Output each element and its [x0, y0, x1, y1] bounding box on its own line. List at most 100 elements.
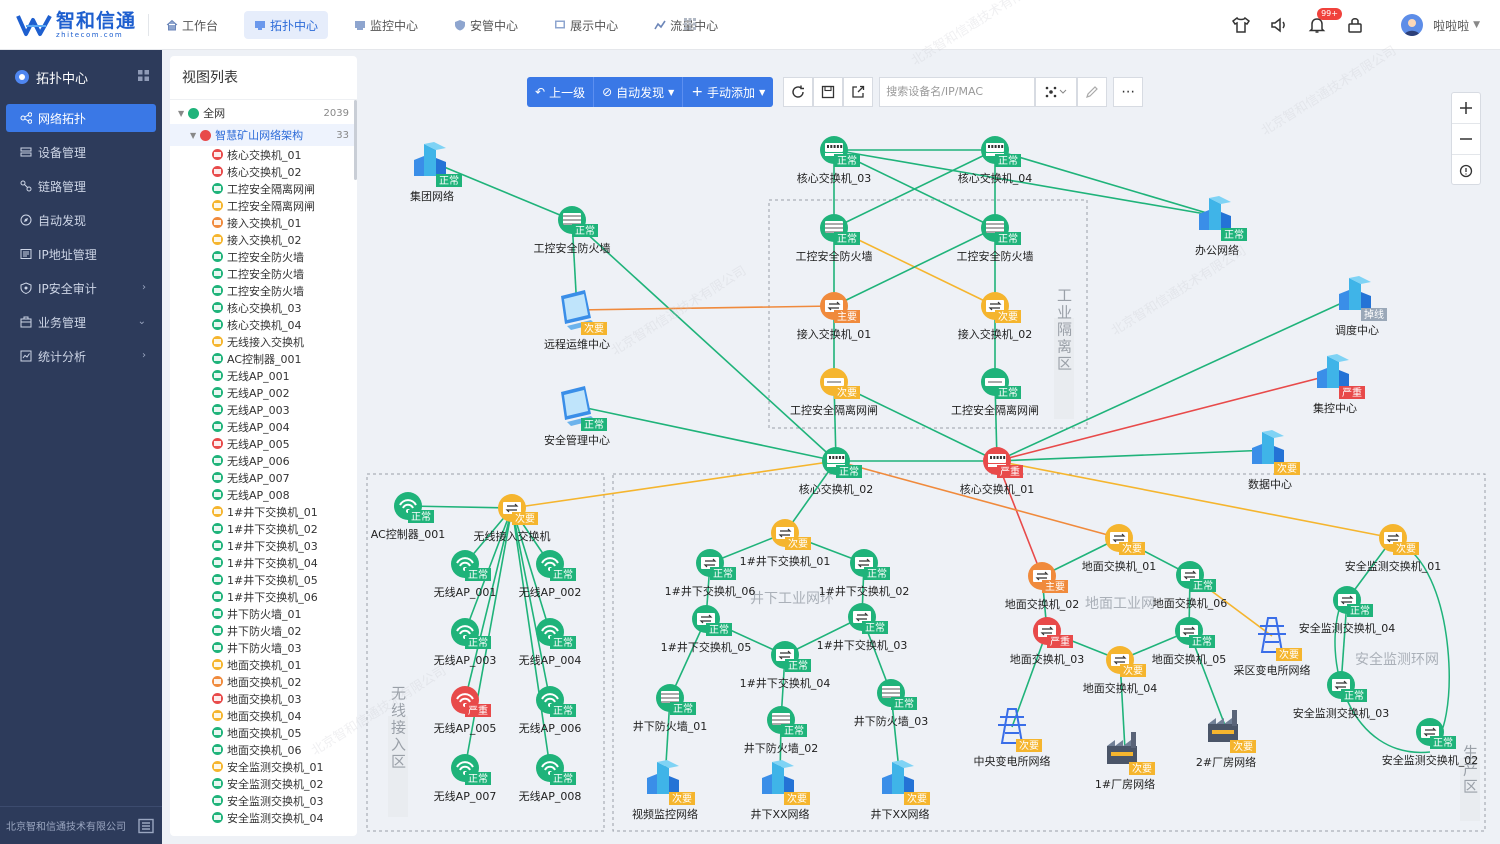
- sidebar-item-ip[interactable]: IP地址管理: [6, 240, 156, 268]
- tree-item[interactable]: 无线AP_001: [170, 367, 357, 384]
- tree-item[interactable]: 无线接入交换机: [170, 333, 357, 350]
- user-caret-icon[interactable]: ▼: [1473, 20, 1480, 30]
- back-button[interactable]: ↶上一级: [527, 77, 595, 107]
- topology-link[interactable]: [669, 618, 707, 699]
- tree-item[interactable]: 地面交换机_04: [170, 707, 357, 724]
- tree-item[interactable]: 无线AP_003: [170, 401, 357, 418]
- tree-item[interactable]: 井下防火墙_01: [170, 605, 357, 622]
- tree-item[interactable]: 无线AP_004: [170, 418, 357, 435]
- zoom-out-button[interactable]: [1452, 124, 1480, 155]
- caret-down-icon[interactable]: ▼: [178, 108, 185, 118]
- tree-item[interactable]: AC控制器_001: [170, 350, 357, 367]
- export-button[interactable]: [843, 77, 874, 107]
- zoom-in-button[interactable]: [1452, 93, 1480, 124]
- topology-link[interactable]: [996, 449, 1271, 462]
- tree-item[interactable]: 地面交换机_03: [170, 690, 357, 707]
- tree-item[interactable]: 工控安全防火墙: [170, 265, 357, 282]
- more-button[interactable]: ⋯: [1113, 77, 1144, 107]
- tree-item[interactable]: 1#井下交换机_01: [170, 503, 357, 520]
- topnav-workbench[interactable]: 工作台: [156, 11, 228, 39]
- tree-item[interactable]: 1#井下交换机_06: [170, 588, 357, 605]
- topology-link[interactable]: [1340, 599, 1348, 686]
- notification-bell[interactable]: 99+: [1307, 8, 1342, 35]
- node-u01[interactable]: 次要1#井下交换机_01: [740, 519, 831, 568]
- tree-item[interactable]: 安全监测交换机_03: [170, 792, 357, 809]
- search-input[interactable]: 搜索设备名/IP/MAC: [879, 77, 1036, 107]
- tree-item[interactable]: 无线AP_008: [170, 486, 357, 503]
- topnav-monitor[interactable]: 监控中心: [344, 11, 428, 39]
- topnav-security[interactable]: 安管中心: [444, 11, 528, 39]
- tree-item[interactable]: 无线AP_002: [170, 384, 357, 401]
- topology-link[interactable]: [996, 373, 1336, 462]
- tree-item[interactable]: 1#井下交换机_05: [170, 571, 357, 588]
- tree-item[interactable]: 地面交换机_05: [170, 724, 357, 741]
- topology-link[interactable]: [996, 460, 1394, 539]
- tree-item[interactable]: 1#井下交换机_03: [170, 537, 357, 554]
- tree-item[interactable]: 地面交换机_06: [170, 741, 357, 758]
- node-u06[interactable]: 正常1#井下交换机_06: [665, 549, 756, 598]
- edit-button[interactable]: [1077, 77, 1108, 107]
- caret-down-icon[interactable]: ▼: [190, 130, 197, 140]
- topology-link[interactable]: [835, 460, 1120, 539]
- grid-icon[interactable]: [138, 70, 149, 81]
- tree-item[interactable]: 井下防火墙_02: [170, 622, 357, 639]
- node-u02[interactable]: 正常1#井下交换机_02: [819, 549, 910, 598]
- tree-item[interactable]: 核心交换机_03: [170, 299, 357, 316]
- sidebar-item-link[interactable]: 链路管理: [6, 172, 156, 200]
- tree-item[interactable]: 地面交换机_02: [170, 673, 357, 690]
- node-u05[interactable]: 正常1#井下交换机_05: [661, 605, 752, 654]
- tree-item[interactable]: 工控安全防火墙: [170, 282, 357, 299]
- tree-item[interactable]: 1#井下交换机_02: [170, 520, 357, 537]
- tree-item[interactable]: 工控安全防火墙: [170, 248, 357, 265]
- node-plant2[interactable]: 次要2#厂房网络: [1196, 710, 1256, 769]
- sidebar-item-device[interactable]: 设备管理: [6, 138, 156, 166]
- topology-link[interactable]: [784, 616, 863, 656]
- tree-item[interactable]: 核心交换机_01: [170, 146, 357, 163]
- node-plant1[interactable]: 次要1#厂房网络: [1095, 732, 1155, 791]
- speaker-icon[interactable]: [1269, 15, 1289, 35]
- topology-link[interactable]: [833, 149, 996, 229]
- tree-item[interactable]: 地面交换机_01: [170, 656, 357, 673]
- tree-group[interactable]: ▼ 智慧矿山网络架构 33: [170, 124, 357, 146]
- tree-item[interactable]: 井下防火墙_03: [170, 639, 357, 656]
- topology-link[interactable]: [576, 405, 837, 462]
- topology-link[interactable]: [996, 460, 1043, 577]
- topology-link[interactable]: [784, 460, 837, 534]
- sidebar-item-discover[interactable]: 自动发现: [6, 206, 156, 234]
- node-u03[interactable]: 正常1#井下交换机_03: [817, 603, 908, 652]
- node-u04[interactable]: 正常1#井下交换机_04: [740, 641, 831, 690]
- save-button[interactable]: [813, 77, 844, 107]
- topology-link[interactable]: [996, 295, 1358, 462]
- tree-item[interactable]: 核心交换机_04: [170, 316, 357, 333]
- topology-link[interactable]: [1011, 630, 1048, 728]
- tree-item[interactable]: 核心交换机_02: [170, 163, 357, 180]
- tree-item[interactable]: 无线AP_007: [170, 469, 357, 486]
